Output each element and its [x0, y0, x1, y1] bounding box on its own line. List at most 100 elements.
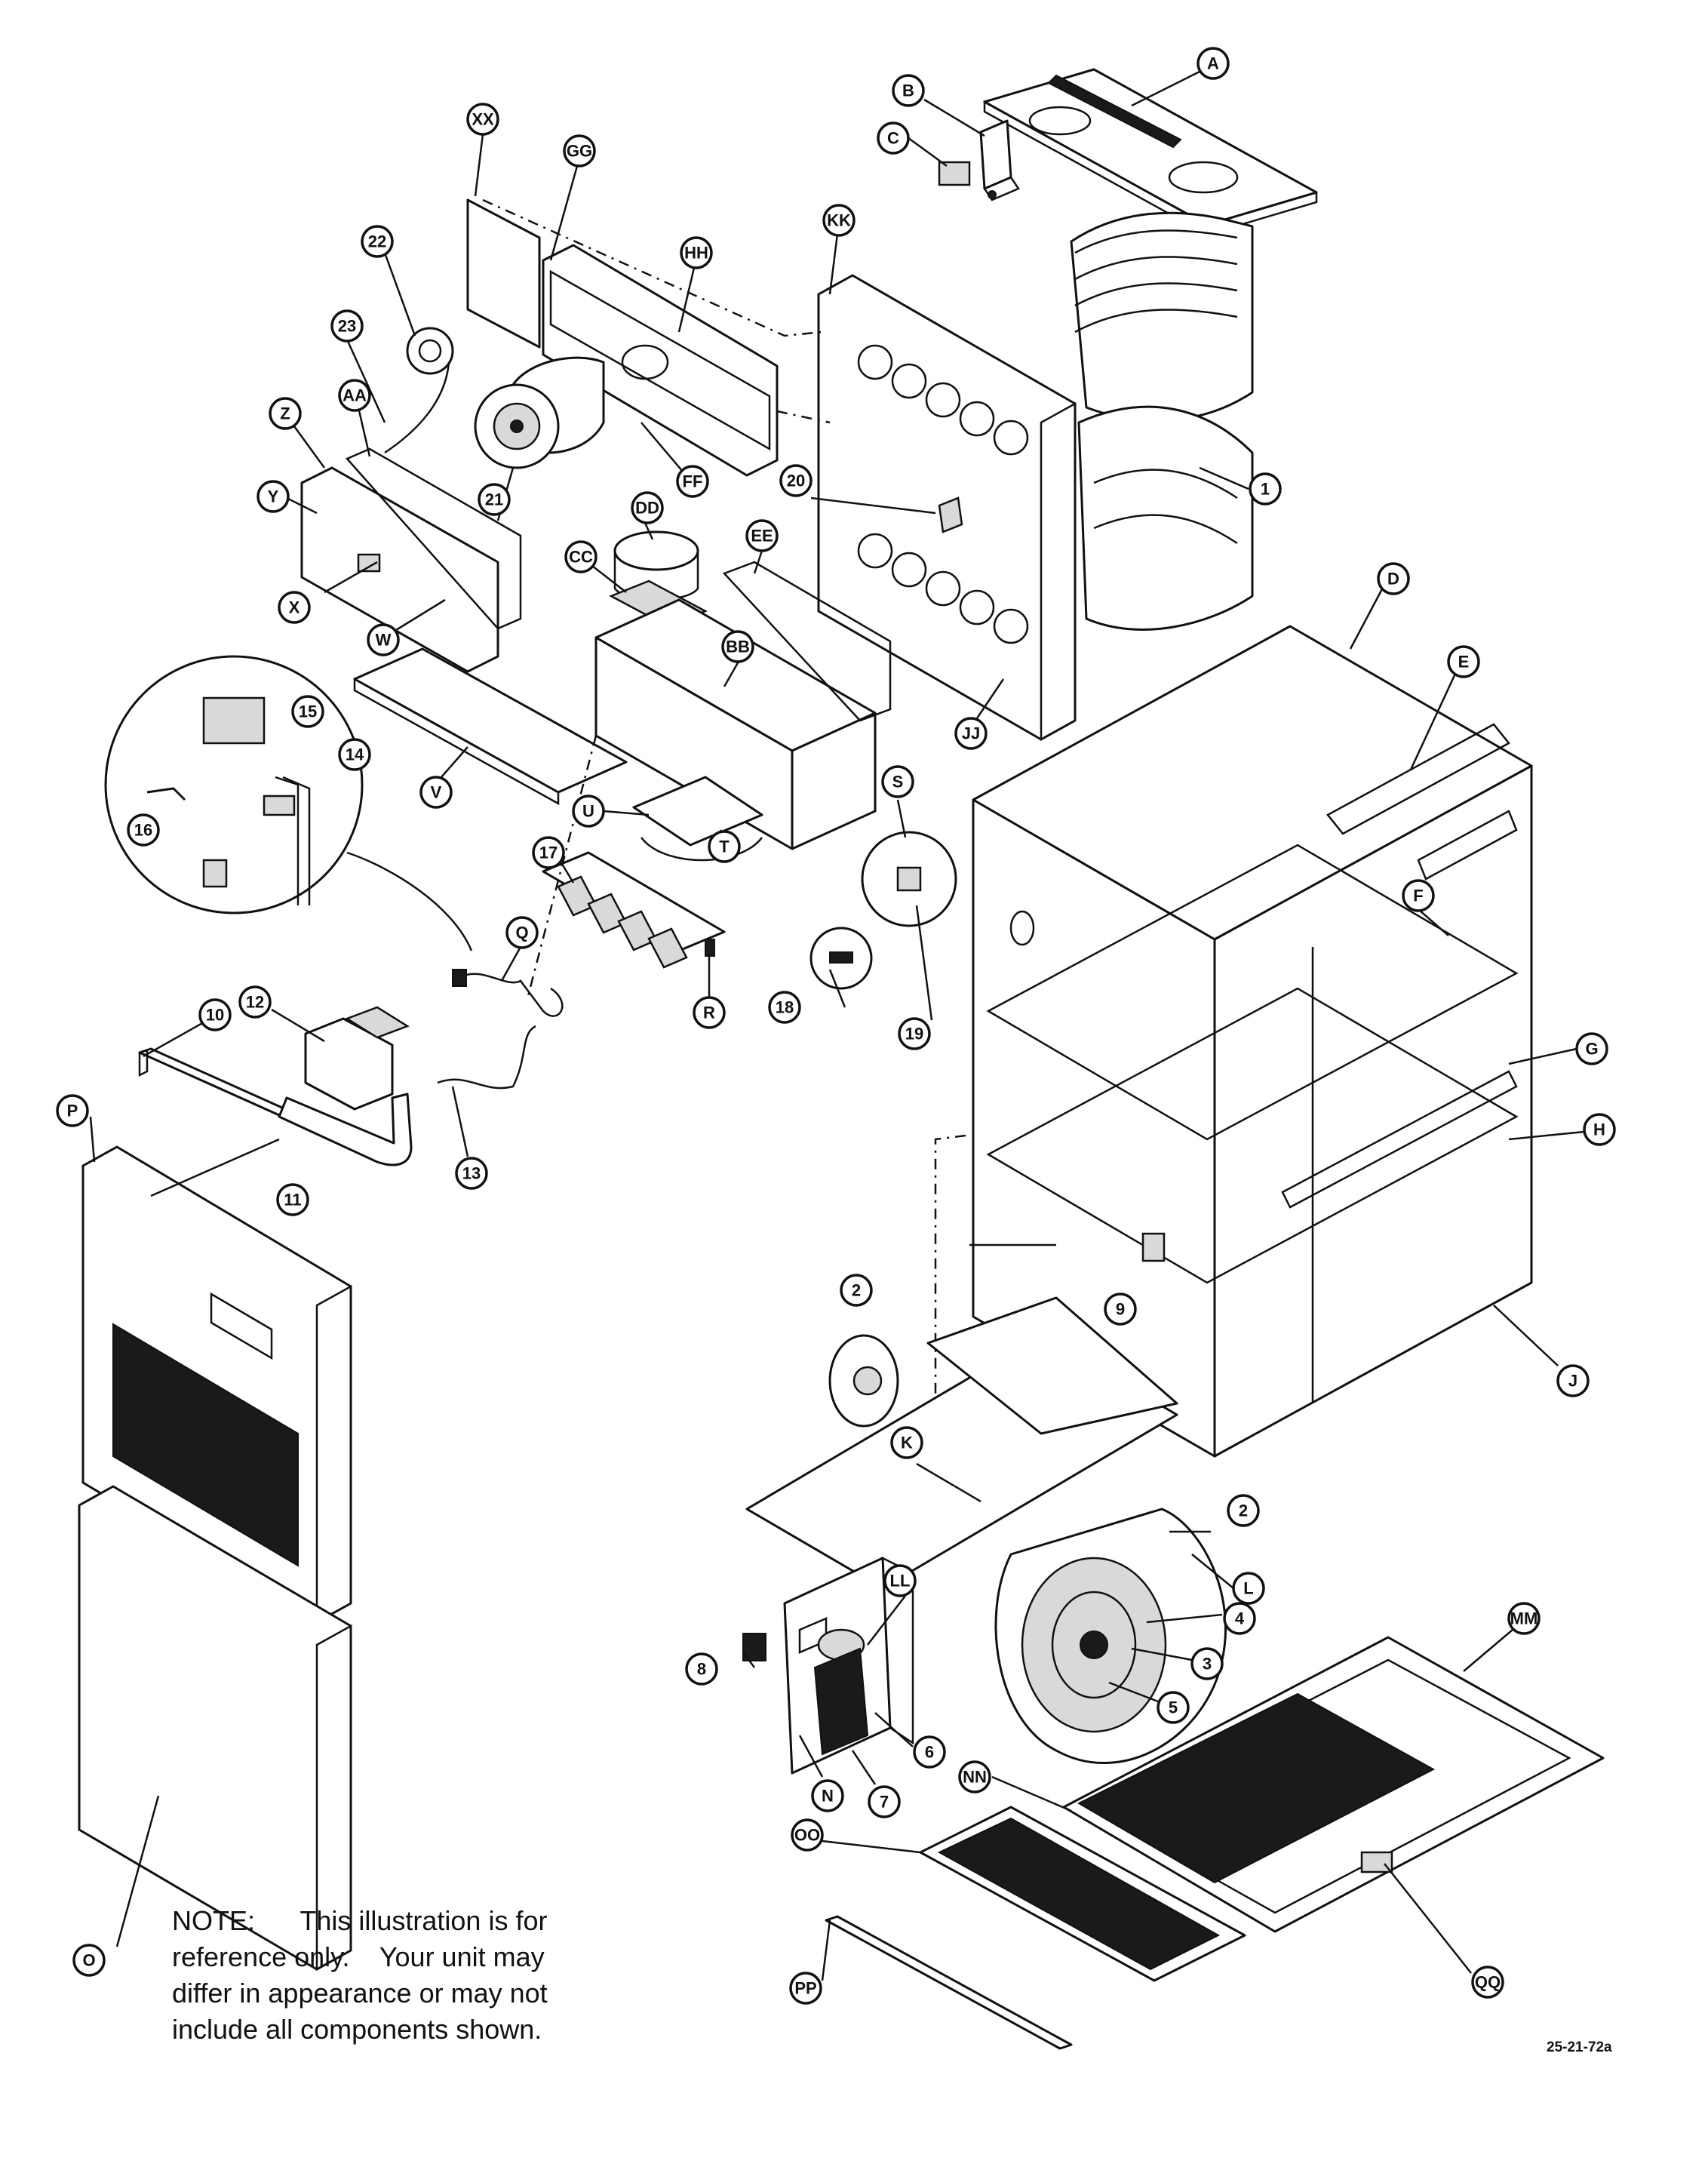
callout-J: J	[1556, 1364, 1590, 1397]
callout-8: 8	[685, 1652, 718, 1686]
callout-MM: MM	[1507, 1602, 1541, 1635]
blower-housing	[745, 1296, 1227, 1764]
svg-text:21: 21	[485, 490, 503, 509]
callout-4: 4	[1223, 1602, 1256, 1635]
svg-text:12: 12	[246, 993, 264, 1012]
callout-LL: LL	[883, 1564, 917, 1597]
filter-rear	[1077, 1692, 1436, 1884]
burner-access-panel	[300, 447, 522, 673]
svg-text:NN: NN	[963, 1768, 987, 1787]
callout-HH: HH	[680, 236, 713, 269]
illustration-note: NOTE: This illustration is for reference…	[172, 1903, 640, 2048]
assembly-guide-collector	[776, 410, 831, 424]
callout-EE: EE	[745, 519, 779, 552]
callout-22: 22	[361, 225, 394, 258]
gas-valve	[304, 1006, 410, 1111]
cabinet	[972, 625, 1533, 1458]
svg-text:P: P	[67, 1102, 78, 1120]
callout-C: C	[877, 121, 910, 155]
callout-DD: DD	[631, 491, 664, 524]
svg-text:10: 10	[206, 1006, 224, 1025]
callout-20: 20	[779, 464, 813, 497]
callout-V: V	[419, 776, 453, 809]
svg-text:18: 18	[776, 998, 794, 1017]
igniter-lead	[437, 1025, 536, 1090]
callout-16: 16	[127, 813, 160, 847]
svg-text:7: 7	[880, 1793, 889, 1812]
svg-text:V: V	[431, 783, 442, 802]
svg-text:KK: KK	[827, 211, 851, 230]
svg-text:N: N	[822, 1787, 834, 1806]
svg-text:2: 2	[1239, 1501, 1248, 1520]
callout-9: 9	[1104, 1292, 1137, 1326]
callout-PP: PP	[789, 1972, 822, 2005]
svg-text:6: 6	[925, 1743, 934, 1762]
callout-A: A	[1197, 47, 1230, 80]
callout-23: 23	[330, 309, 364, 343]
svg-text:X: X	[289, 598, 300, 617]
svg-text:C: C	[887, 129, 899, 148]
collector-box	[542, 244, 779, 477]
callout-U: U	[572, 795, 605, 828]
burner-assembly	[542, 851, 726, 969]
svg-text:R: R	[703, 1004, 715, 1022]
callout-7: 7	[868, 1785, 901, 1818]
limit-bracket	[979, 119, 1020, 201]
callout-XX: XX	[466, 103, 499, 136]
callout-O: O	[72, 1944, 106, 1977]
callout-H: H	[1583, 1113, 1616, 1146]
callout-F: F	[1402, 879, 1435, 912]
drawing-number: 25-21-72a	[1547, 2039, 1612, 2055]
rollout-switch-detail	[861, 831, 957, 927]
callout-X: X	[278, 591, 311, 624]
svg-text:23: 23	[338, 317, 356, 336]
svg-text:9: 9	[1116, 1300, 1125, 1319]
door-switch	[742, 1633, 766, 1661]
svg-text:XX: XX	[472, 110, 494, 129]
svg-text:13: 13	[462, 1164, 481, 1183]
svg-text:D: D	[1387, 570, 1399, 589]
svg-text:BB: BB	[726, 638, 750, 656]
filter-clip	[1360, 1851, 1393, 1873]
svg-text:EE: EE	[751, 527, 773, 546]
svg-text:K: K	[901, 1434, 913, 1452]
callout-W: W	[367, 623, 400, 656]
transformer	[813, 1647, 869, 1756]
inducer-mounting-plate	[466, 198, 541, 349]
leader-lines	[89, 70, 1585, 1981]
callout-19: 19	[898, 1017, 931, 1050]
callout-E: E	[1447, 645, 1480, 678]
wiring-harness	[452, 969, 564, 1017]
filter-front	[919, 1806, 1246, 1982]
svg-text:8: 8	[697, 1660, 706, 1679]
svg-text:L: L	[1243, 1579, 1253, 1598]
svg-text:A: A	[1207, 54, 1219, 73]
svg-text:Z: Z	[280, 404, 290, 423]
callout-14: 14	[338, 738, 371, 771]
heat-exchanger-bracket	[938, 496, 963, 533]
callout-JJ: JJ	[954, 717, 988, 750]
callout-FF: FF	[676, 465, 709, 498]
callout-11: 11	[276, 1183, 309, 1216]
callout-Y: Y	[257, 480, 290, 513]
limit-switch	[938, 161, 997, 199]
gas-manifold-pipe	[278, 1093, 413, 1166]
svg-text:15: 15	[299, 702, 317, 721]
filter-rod	[825, 1915, 1073, 2050]
svg-text:OO: OO	[794, 1826, 820, 1845]
callout-1: 1	[1249, 472, 1282, 506]
svg-text:1: 1	[1261, 480, 1270, 499]
assembly-guide-cabinet	[934, 1134, 966, 1479]
svg-text:GG: GG	[567, 142, 592, 161]
svg-text:5: 5	[1169, 1698, 1178, 1717]
note-line-2: reference only. Your unit may	[172, 1941, 545, 1972]
callout-18: 18	[768, 991, 801, 1024]
callout-G: G	[1575, 1032, 1608, 1065]
callout-17: 17	[532, 836, 565, 869]
callout-S: S	[881, 765, 914, 798]
callout-AA: AA	[338, 379, 371, 412]
svg-text:QQ: QQ	[1475, 1973, 1501, 1992]
callout-T: T	[708, 830, 741, 863]
svg-text:PP: PP	[794, 1979, 816, 1998]
callout-12: 12	[238, 985, 272, 1019]
